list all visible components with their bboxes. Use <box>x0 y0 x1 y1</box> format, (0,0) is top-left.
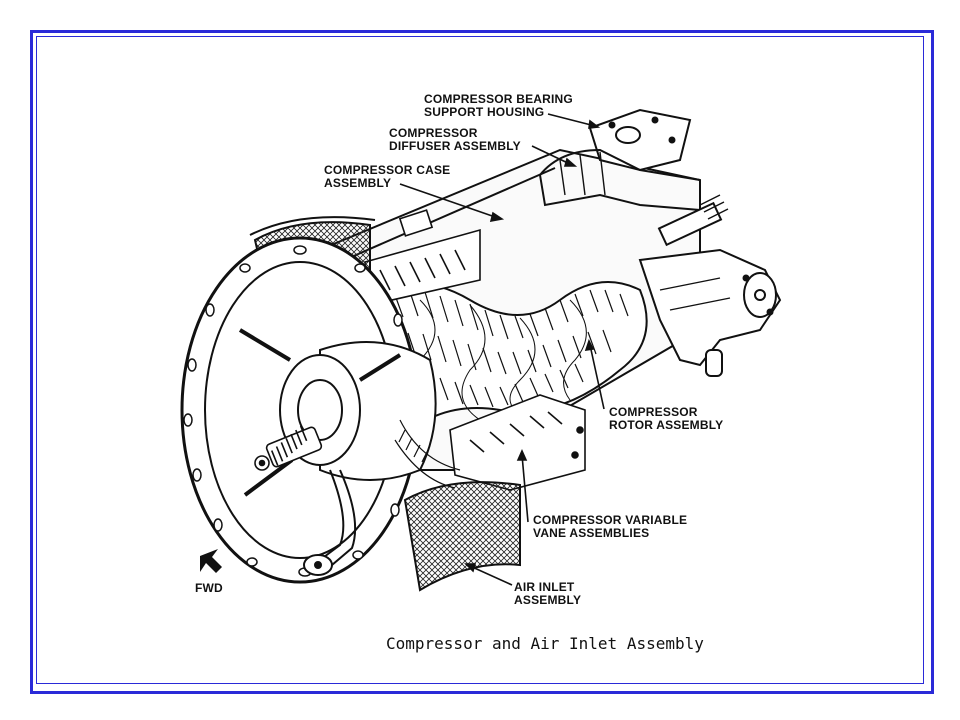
label-line: COMPRESSOR <box>389 126 478 140</box>
label-line: DIFFUSER ASSEMBLY <box>389 139 521 153</box>
label-diffuser-assembly: COMPRESSOR DIFFUSER ASSEMBLY <box>389 127 521 153</box>
label-line: VANE ASSEMBLIES <box>533 526 650 540</box>
variable-vane-assemblies <box>449 394 586 491</box>
slide-border-inner <box>36 36 924 684</box>
label-line: AIR INLET <box>514 580 575 594</box>
label-line: SUPPORT HOUSING <box>424 105 545 119</box>
inlet-hub <box>238 328 437 497</box>
rear-housing <box>638 248 782 377</box>
label-line: COMPRESSOR BEARING <box>424 92 573 106</box>
label-compressor-case-assembly: COMPRESSOR CASE ASSEMBLY <box>324 164 450 190</box>
drive-shaft <box>657 194 729 247</box>
figure-caption: Compressor and Air Inlet Assembly <box>386 634 704 653</box>
drive-gear <box>254 425 323 471</box>
fwd-label: FWD <box>195 581 223 595</box>
inlet-cone <box>394 419 461 489</box>
label-variable-vane-assemblies: COMPRESSOR VARIABLE VANE ASSEMBLIES <box>533 514 687 540</box>
label-line: ROTOR ASSEMBLY <box>609 418 724 432</box>
label-line: ASSEMBLY <box>514 593 582 607</box>
slide-border-outer <box>30 30 934 694</box>
label-rotor-assembly: COMPRESSOR ROTOR ASSEMBLY <box>609 406 723 432</box>
label-bearing-support-housing: COMPRESSOR BEARING SUPPORT HOUSING <box>424 93 573 119</box>
label-line: COMPRESSOR VARIABLE <box>533 513 688 527</box>
label-line: COMPRESSOR CASE <box>324 163 451 177</box>
case-upper-section <box>364 209 481 306</box>
label-line: ASSEMBLY <box>324 176 392 190</box>
fwd-arrow-icon <box>200 549 222 573</box>
oil-line-pipes <box>303 469 357 576</box>
label-line: COMPRESSOR <box>609 405 698 419</box>
label-air-inlet-assembly: AIR INLET ASSEMBLY <box>514 581 581 607</box>
leader-lines <box>399 113 605 586</box>
bearing-housing <box>539 108 701 211</box>
